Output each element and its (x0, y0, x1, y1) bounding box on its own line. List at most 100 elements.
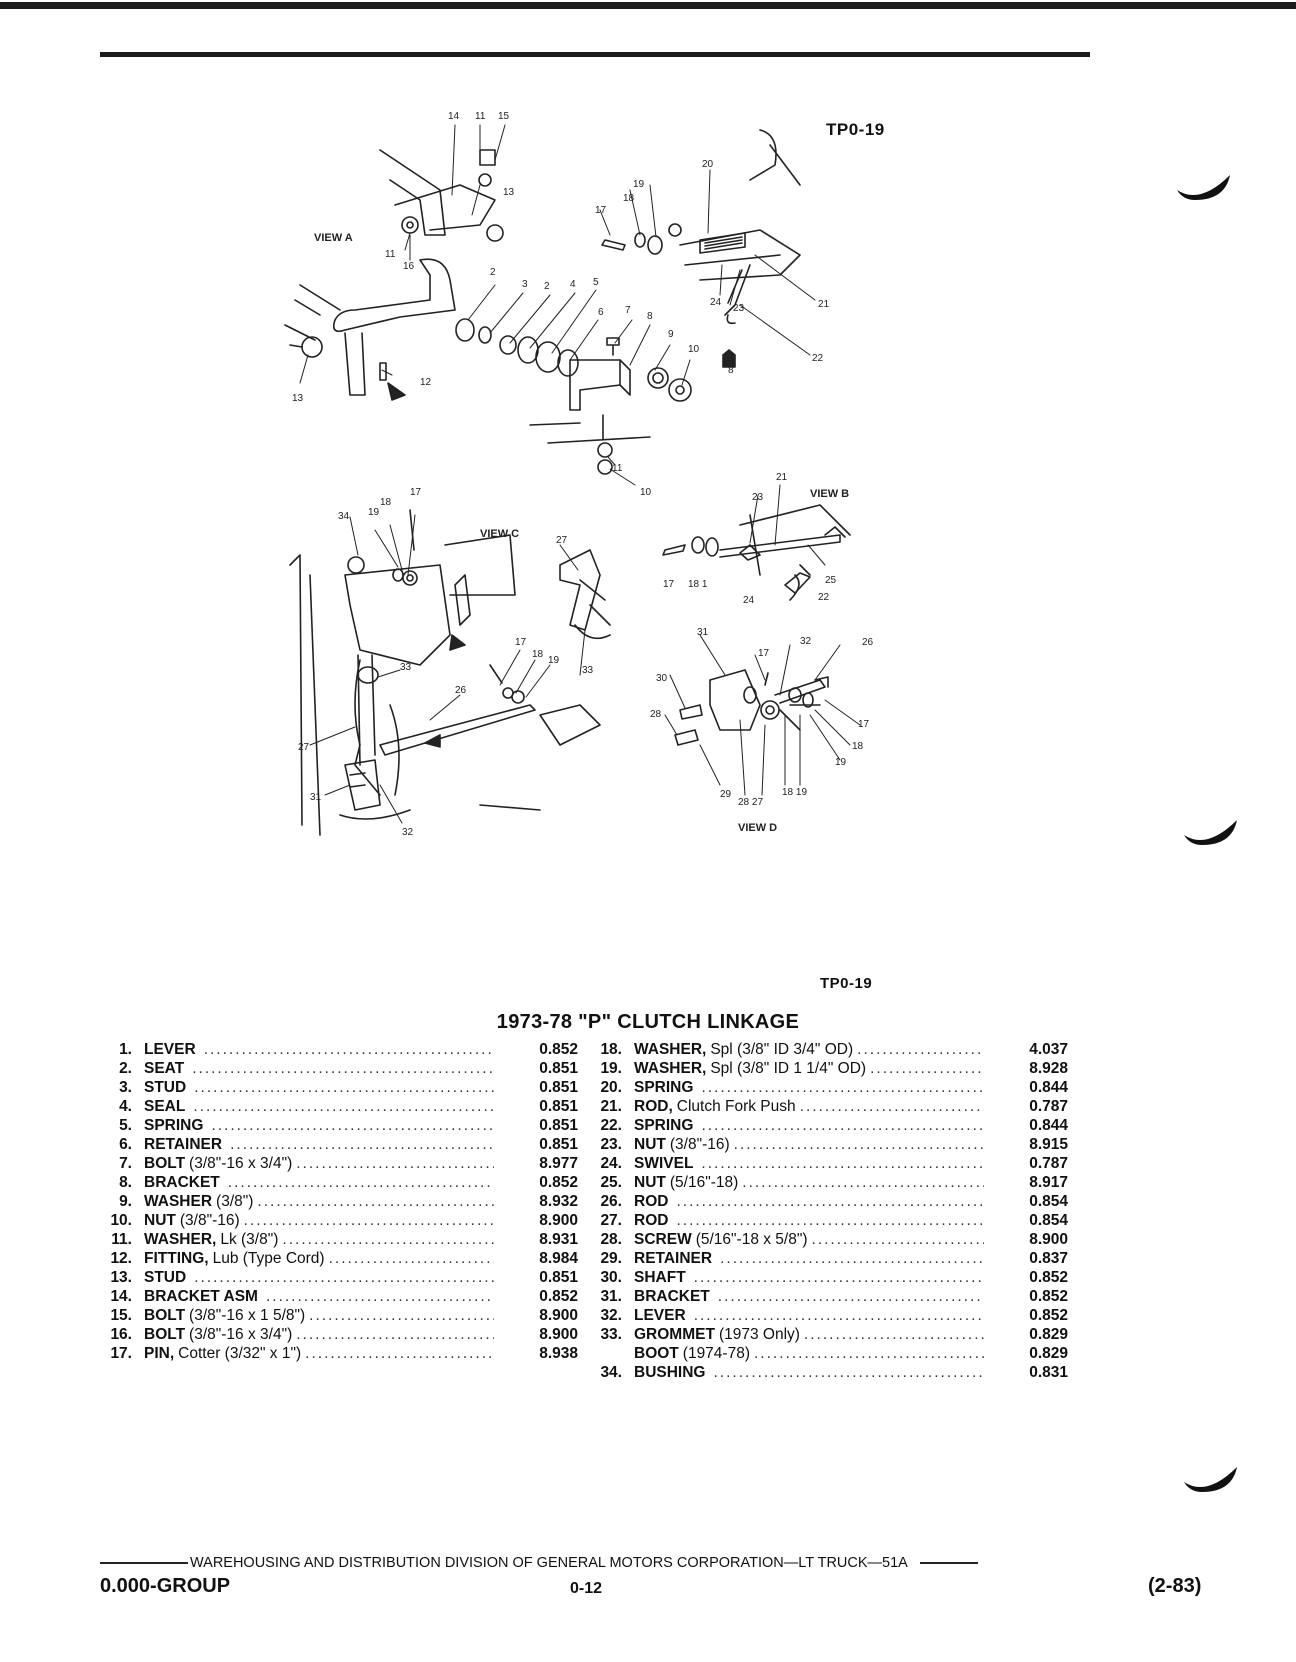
parts-list-row: 25.NUT(5/16"-18)8.917 (586, 1173, 1068, 1192)
part-name: SPRING (144, 1117, 204, 1134)
svg-text:25: 25 (825, 575, 837, 586)
svg-text:28 27: 28 27 (738, 797, 763, 808)
svg-text:14: 14 (448, 111, 460, 122)
leader-dots (701, 1116, 984, 1135)
parts-list-row: 24.SWIVEL0.787 (586, 1154, 1068, 1173)
view-c-label: VIEW C (480, 528, 519, 540)
part-name: RETAINER (144, 1136, 223, 1153)
part-number: 23. (600, 1136, 622, 1153)
group-code: 8.984 (539, 1250, 578, 1267)
svg-text:18: 18 (380, 497, 392, 508)
part-name: WASHER, (634, 1041, 707, 1058)
binding-mark-icon (1177, 175, 1230, 200)
part-spec: (3/8"-16 x 1 5/8") (189, 1307, 306, 1324)
parts-list-row: 33.GROMMET(1973 Only)0.829 (586, 1325, 1068, 1344)
svg-text:21: 21 (776, 472, 788, 483)
part-spec: (3/8"-16) (669, 1136, 730, 1153)
svg-text:10: 10 (640, 487, 652, 498)
part-spec: (5/16"-18) (669, 1174, 739, 1191)
leader-dots (870, 1059, 984, 1078)
parts-list-row: 9.WASHER(3/8")8.932 (96, 1192, 578, 1211)
part-spec: Cotter (3/32" x 1") (178, 1345, 302, 1362)
group-code: 8.977 (539, 1155, 578, 1172)
group-code: 0.844 (1029, 1079, 1068, 1096)
parts-list-row: 15.BOLT(3/8"-16 x 1 5/8")8.900 (96, 1306, 578, 1325)
part-number: 12. (110, 1250, 132, 1267)
parts-list-row: 7.BOLT(3/8"-16 x 3/4")8.977 (96, 1154, 578, 1173)
svg-text:33: 33 (582, 665, 594, 676)
leader-dots (812, 1230, 984, 1249)
svg-text:4: 4 (570, 279, 576, 290)
svg-text:17: 17 (663, 579, 675, 590)
footer-group: 0.000-GROUP (100, 1575, 231, 1597)
svg-text:5: 5 (593, 277, 599, 288)
svg-text:2: 2 (490, 267, 496, 278)
group-code: 8.900 (1029, 1231, 1068, 1248)
leader-dots (230, 1135, 494, 1154)
part-number: 26. (600, 1193, 622, 1210)
part-name: BRACKET ASM (144, 1288, 258, 1305)
part-number: 27. (600, 1212, 622, 1229)
svg-text:18 1: 18 1 (688, 579, 708, 590)
part-number: 33. (600, 1326, 622, 1343)
leader-dots (734, 1135, 984, 1154)
leader-dots (718, 1287, 984, 1306)
parts-list-row: 5.SPRING0.851 (96, 1116, 578, 1135)
parts-list-row: 8.BRACKET0.852 (96, 1173, 578, 1192)
parts-list-row: 30.SHAFT0.852 (586, 1268, 1068, 1287)
view-b-assembly (662, 504, 851, 601)
svg-text:18: 18 (623, 193, 635, 204)
leader-dots (713, 1363, 984, 1382)
part-name: ROD (634, 1193, 669, 1210)
svg-text:18: 18 (852, 741, 864, 752)
part-number: 6. (119, 1136, 132, 1153)
part-name: BOLT (144, 1155, 186, 1172)
part-name: PIN, (144, 1345, 175, 1362)
svg-text:31: 31 (697, 627, 709, 638)
part-spec: Lub (Type Cord) (212, 1250, 325, 1267)
parts-list-row: 2.SEAT0.851 (96, 1059, 578, 1078)
svg-text:21: 21 (818, 299, 830, 310)
group-code: 0.851 (539, 1117, 578, 1134)
group-code: 8.900 (539, 1307, 578, 1324)
part-number: 25. (600, 1174, 622, 1191)
part-number: 7. (119, 1155, 132, 1172)
footer-date: (2-83) (1148, 1575, 1202, 1597)
svg-text:19: 19 (548, 655, 560, 666)
part-number: 32. (600, 1307, 622, 1324)
svg-text:18: 18 (532, 649, 544, 660)
view-d-assembly (674, 669, 829, 746)
svg-text:11: 11 (475, 111, 486, 122)
svg-text:29: 29 (720, 789, 732, 800)
part-number: 18. (600, 1041, 622, 1058)
svg-text:13: 13 (503, 187, 515, 198)
leader-dots (193, 1097, 494, 1116)
view-d-label: VIEW D (738, 822, 777, 834)
part-number: 22. (600, 1117, 622, 1134)
part-spec: Spl (3/8" ID 1 1/4" OD) (710, 1060, 867, 1077)
parts-list-row: 20.SPRING0.844 (586, 1078, 1068, 1097)
parts-list-row: 27.ROD0.854 (586, 1211, 1068, 1230)
parts-list-row: 31.BRACKET0.852 (586, 1287, 1068, 1306)
svg-text:18 19: 18 19 (782, 787, 807, 798)
leader-dots (228, 1173, 494, 1192)
part-name: STUD (144, 1269, 187, 1286)
footer-page-number: 0-12 (570, 1580, 603, 1597)
parts-list-row: 1.LEVER0.852 (96, 1040, 578, 1059)
parts-list-row: 22.SPRING0.844 (586, 1116, 1068, 1135)
part-number: 24. (600, 1155, 622, 1172)
svg-text:8: 8 (728, 365, 734, 376)
group-code: 0.852 (539, 1041, 578, 1058)
svg-text:26: 26 (862, 637, 874, 648)
leader-lines (299, 124, 861, 824)
part-number: 16. (110, 1326, 132, 1343)
part-name: BOLT (144, 1307, 186, 1324)
view-b-label: VIEW B (810, 488, 849, 500)
svg-text:23: 23 (733, 303, 745, 314)
part-name: SWIVEL (634, 1155, 694, 1172)
svg-text:23: 23 (752, 492, 764, 503)
parts-list-row: 28.SCREW(5/16"-18 x 5/8")8.900 (586, 1230, 1068, 1249)
group-code: 0.844 (1029, 1117, 1068, 1134)
parts-list-row: 17.PIN,Cotter (3/32" x 1")8.938 (96, 1344, 578, 1363)
